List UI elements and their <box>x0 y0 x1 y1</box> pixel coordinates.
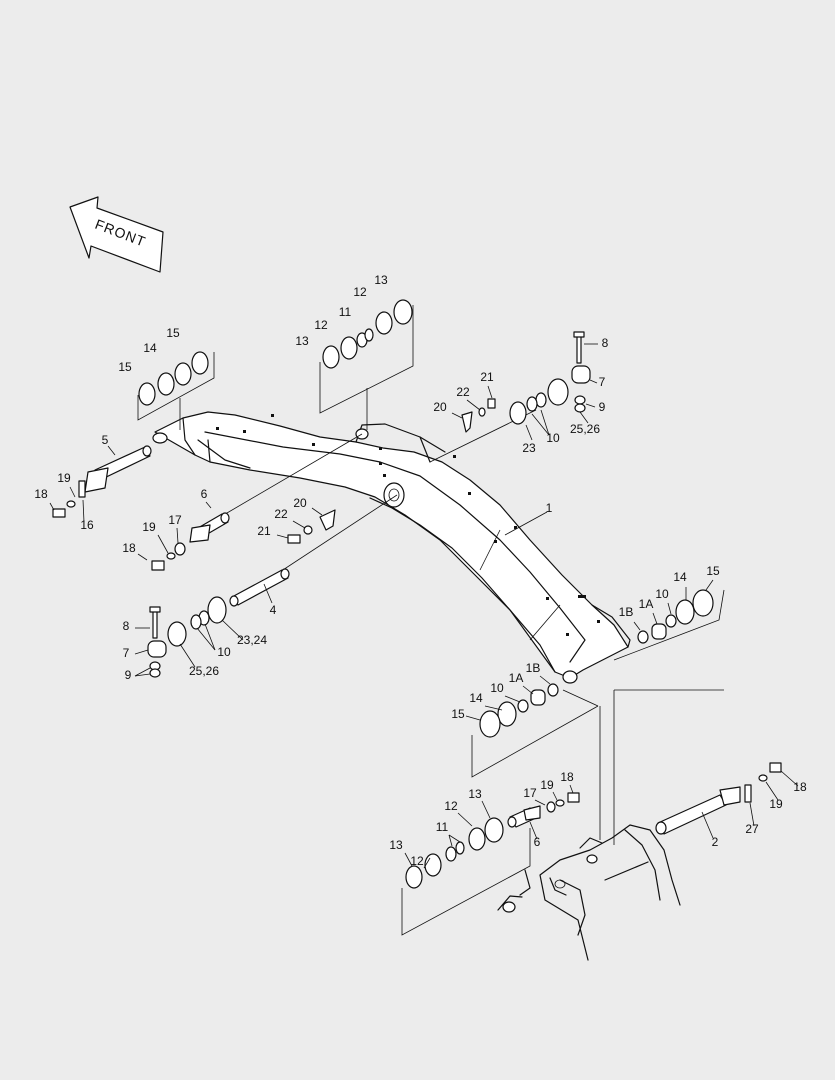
part-callout: 6 <box>201 487 208 501</box>
lower-pin-6-group <box>507 784 580 840</box>
part-callout: 20 <box>293 496 307 510</box>
part-callout: 25,26 <box>189 664 219 678</box>
part-callout: 1A <box>639 597 654 611</box>
part-callout: 12 <box>444 799 458 813</box>
part-callout: 1B <box>526 661 541 675</box>
lower-bushing-group <box>465 675 599 778</box>
right-bushing-group <box>613 579 725 661</box>
part-callout: 9 <box>125 668 132 682</box>
part-callout: 23 <box>522 441 536 455</box>
bolt-group-upper-right <box>509 331 598 441</box>
part-callout: 14 <box>143 341 157 355</box>
part-callout: 15 <box>706 564 720 578</box>
upper-washer-group <box>319 299 414 414</box>
pin-6-group <box>137 501 230 571</box>
left-washer-group <box>137 351 215 421</box>
part-callout: 14 <box>469 691 483 705</box>
part-callout: 18 <box>122 541 136 555</box>
part-callout: 8 <box>602 336 609 350</box>
part-callout: 21 <box>257 524 271 538</box>
part-callout: 15 <box>118 360 132 374</box>
part-callout: 11 <box>339 305 352 319</box>
part-callout: 19 <box>540 778 554 792</box>
part-callout: 22 <box>274 507 288 521</box>
part-callout: 12 <box>314 318 328 332</box>
pin-5-group <box>49 445 152 523</box>
bracket-group-upper <box>451 385 496 433</box>
part-callout: 13 <box>295 334 309 348</box>
part-callout: 18 <box>560 770 574 784</box>
part-callout: 14 <box>673 570 687 584</box>
part-callout: 7 <box>599 375 606 389</box>
part-callout: 2 <box>712 835 719 849</box>
part-callout: 18 <box>34 487 48 501</box>
part-callout: 17 <box>168 513 182 527</box>
part-callout: 1B <box>619 605 634 619</box>
pin-2-group <box>655 762 799 839</box>
part-callout: 19 <box>57 471 71 485</box>
part-callout: 6 <box>534 835 541 849</box>
part-callout: 13 <box>468 787 482 801</box>
part-callout: 10 <box>217 645 231 659</box>
part-callout: 15 <box>451 707 465 721</box>
part-callout: 17 <box>523 786 537 800</box>
part-callout: 13 <box>374 273 388 287</box>
part-callout: 25,26 <box>570 422 600 436</box>
part-callout: 1 <box>546 501 553 515</box>
callout-labels: 131211121315141587921222025,261023519181… <box>34 273 807 868</box>
part-callout: 4 <box>270 603 277 617</box>
part-callout: 21 <box>480 370 494 384</box>
part-callout: 20 <box>433 400 447 414</box>
part-callout: 11 <box>436 820 449 834</box>
part-callout: 18 <box>793 780 807 794</box>
part-callout: 12 <box>353 285 367 299</box>
pin-4-group <box>134 568 290 678</box>
boom-body <box>152 411 631 684</box>
part-callout: 19 <box>769 797 783 811</box>
part-callout: 5 <box>102 433 109 447</box>
part-callout: 16 <box>80 518 94 532</box>
part-callout: 23,24 <box>237 633 267 647</box>
part-callout: 10 <box>655 587 669 601</box>
lower-washer-group <box>401 800 531 936</box>
front-arrow-icon: FRONT <box>69 196 164 273</box>
part-callout: 9 <box>599 400 606 414</box>
part-callout: 12 <box>410 854 424 868</box>
part-callout: 10 <box>546 431 560 445</box>
part-callout: 1A <box>509 671 524 685</box>
part-callout: 19 <box>142 520 156 534</box>
part-callout: 10 <box>490 681 504 695</box>
part-callout: 15 <box>166 326 180 340</box>
part-callout: 7 <box>123 646 130 660</box>
part-callout: 27 <box>745 822 759 836</box>
part-callout: 8 <box>123 619 130 633</box>
bracket-group-middle <box>276 507 336 544</box>
part-callout: 22 <box>456 385 470 399</box>
part-callout: 13 <box>389 838 403 852</box>
arm-linkage <box>497 824 681 961</box>
